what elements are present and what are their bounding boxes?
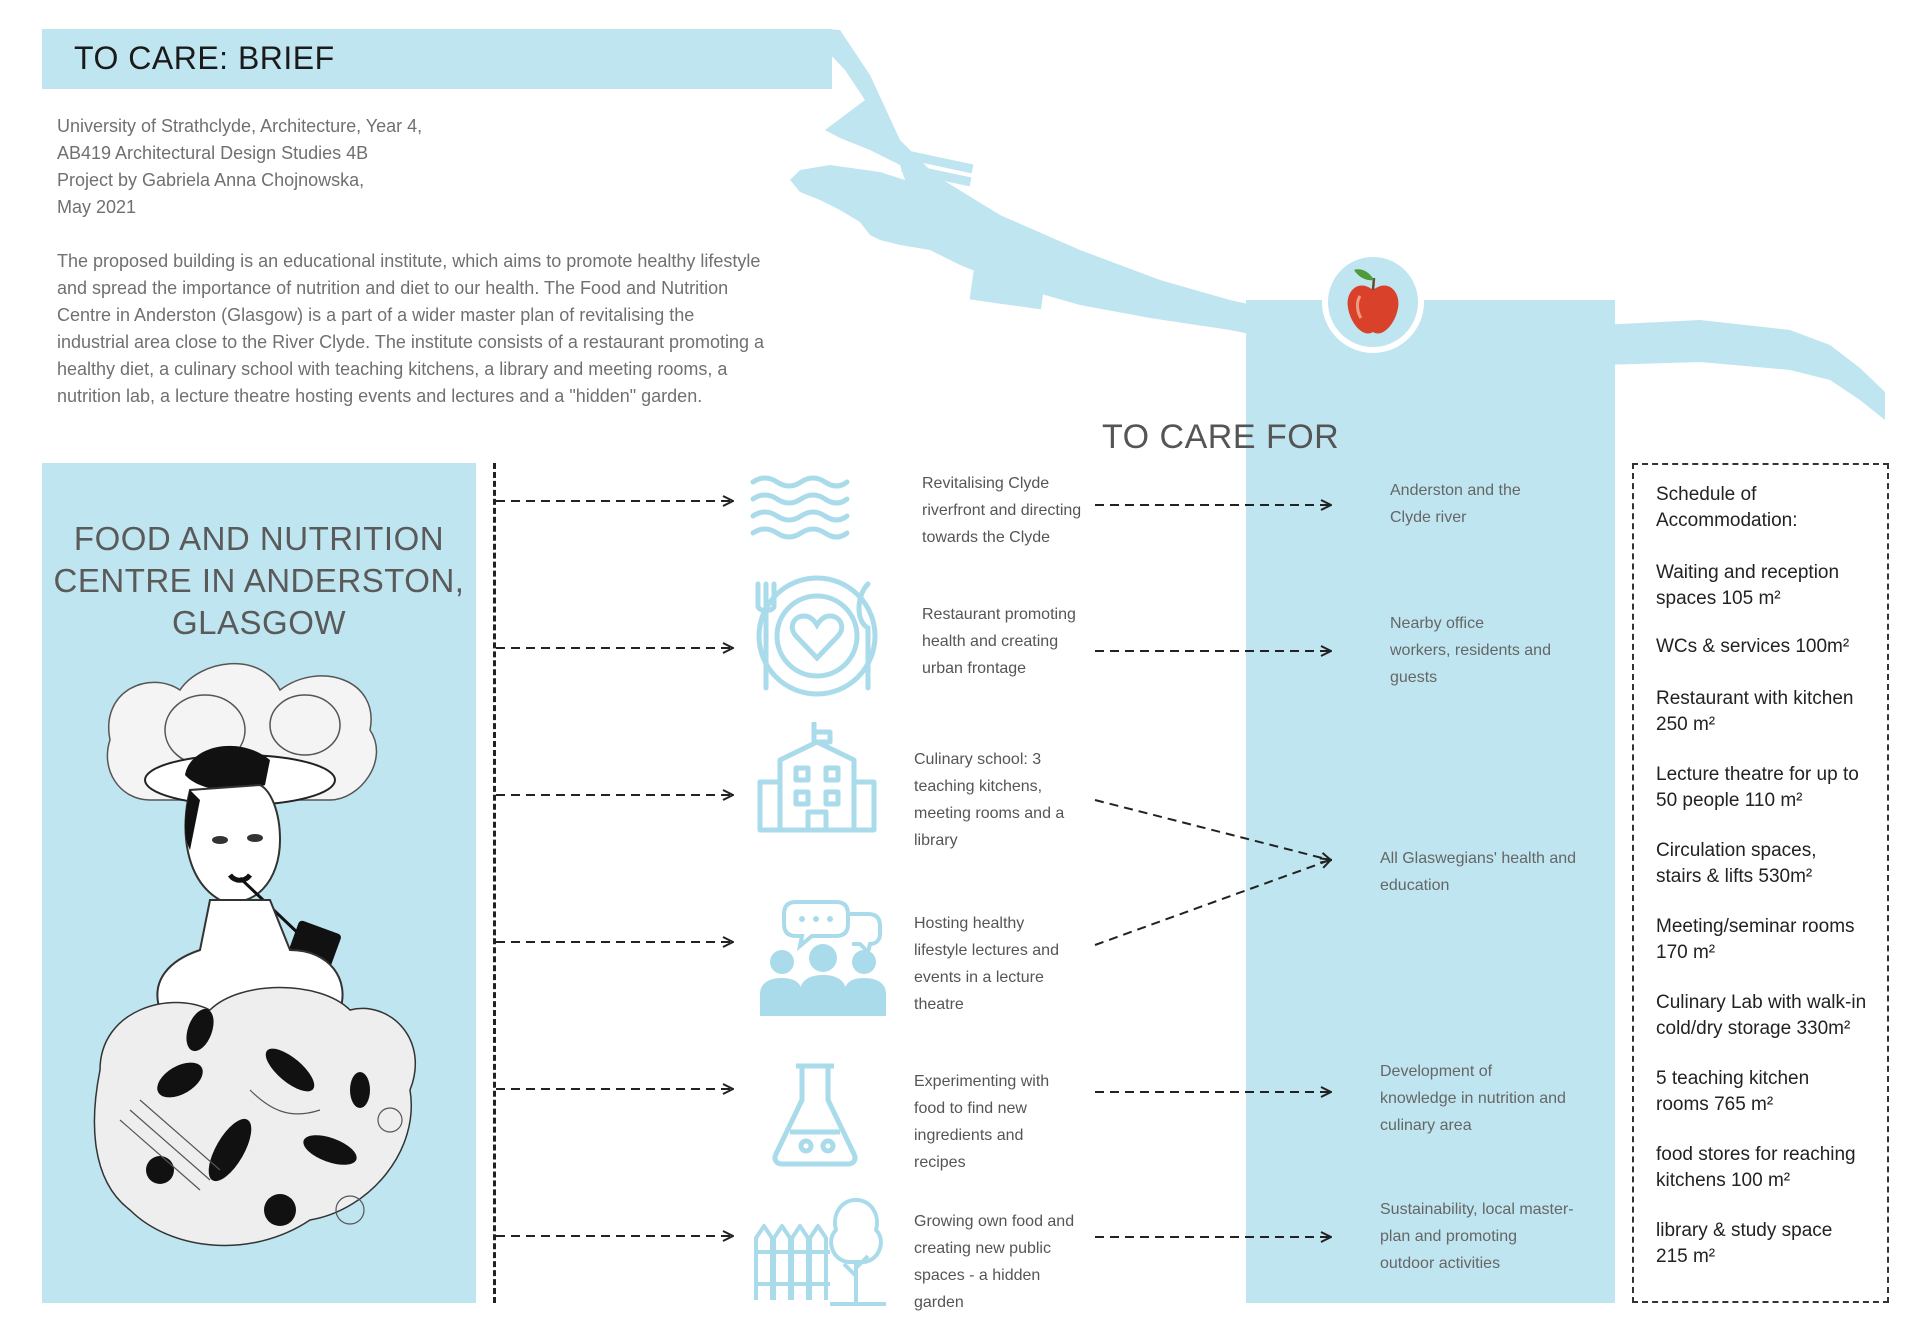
target-label-anderston: Anderston and the Clyde river <box>1390 482 1521 526</box>
schedule-item: WCs & services 100m² <box>1656 636 1850 657</box>
schedule-item: food stores for reaching kitchens 100 m² <box>1656 1144 1856 1191</box>
page-title: TO CARE: BRIEF <box>74 40 335 76</box>
project-description: The proposed building is an educational … <box>57 248 827 410</box>
lab-flask-icon <box>772 1063 858 1167</box>
target-label-nearby: Nearby office workers, residents and gue… <box>1390 615 1551 686</box>
item-label-restaurant: Restaurant promoting health and creating… <box>922 606 1076 677</box>
credits-line: AB419 Architectural Design Studies 4B <box>57 143 369 163</box>
target-label-sustainability: Sustainability, local master- plan and p… <box>1380 1201 1574 1272</box>
centre-title-line: CENTRE IN ANDERSTON, <box>53 562 465 599</box>
schedule-title: Schedule of Accommodation: <box>1656 484 1798 531</box>
apple-icon <box>1347 269 1399 334</box>
river-shape <box>790 29 1885 420</box>
waves-icon <box>750 475 850 540</box>
source-dashed-line <box>493 463 496 1303</box>
target-label-knowledge: Development of knowledge in nutrition an… <box>1380 1063 1566 1134</box>
credits-line: Project by Gabriela Anna Chojnowska, <box>57 170 365 190</box>
schedule-box <box>1632 463 1889 1303</box>
woman-food-illustration <box>93 663 416 1247</box>
item-label-lectures: Hosting healthy lifestyle lectures and e… <box>914 915 1059 1013</box>
target-label-glaswegians: All Glaswegians' health and education <box>1380 850 1577 894</box>
schedule-item: library & study space 215 m² <box>1656 1220 1833 1267</box>
centre-title-line: FOOD AND NUTRITION <box>73 520 445 557</box>
description-line: healthy diet, a culinary school with tea… <box>57 359 728 379</box>
audience-speech-icon <box>760 900 886 1016</box>
schedule-item: 5 teaching kitchen rooms 765 m² <box>1656 1068 1810 1115</box>
item-label-riverfront: Revitalising Clyde riverfront and direct… <box>922 475 1082 546</box>
description-line: industrial area close to the River Clyde… <box>57 332 765 352</box>
credits-line: University of Strathclyde, Architecture,… <box>57 116 423 136</box>
centre-title-line: GLASGOW <box>171 604 347 641</box>
description-line: nutrition lab, a lecture theatre hosting… <box>57 386 703 406</box>
schedule-item: Culinary Lab with walk-in cold/dry stora… <box>1656 992 1867 1039</box>
description-line: and spread the importance of nutrition a… <box>57 278 729 298</box>
school-building-icon <box>757 722 877 833</box>
item-label-garden: Growing own food and creating new public… <box>914 1213 1075 1311</box>
item-label-culinary-school: Culinary school: 3 teaching kitchens, me… <box>914 751 1065 849</box>
description-line: The proposed building is an educational … <box>57 251 761 271</box>
care-for-title: TO CARE FOR <box>1102 418 1340 456</box>
schedule-item: Waiting and reception spaces 105 m² <box>1656 562 1840 609</box>
header-band <box>42 29 832 89</box>
centre-title: FOOD AND NUTRITION CENTRE IN ANDERSTON, … <box>42 518 476 644</box>
schedule-item: Lecture theatre for up to 50 people 110 … <box>1656 764 1859 811</box>
garden-fence-tree-icon <box>754 1198 886 1306</box>
item-label-experimenting: Experimenting with food to find new ingr… <box>914 1073 1050 1171</box>
plate-heart-icon <box>755 575 878 697</box>
schedule-item: Restaurant with kitchen 250 m² <box>1656 688 1854 735</box>
schedule-item: Circulation spaces, stairs & lifts 530m² <box>1656 840 1817 887</box>
description-line: Centre in Anderston (Glasgow) is a part … <box>57 305 695 325</box>
credits: University of Strathclyde, Architecture,… <box>57 113 757 221</box>
credits-line: May 2021 <box>57 197 137 217</box>
schedule-item: Meeting/seminar rooms 170 m² <box>1656 916 1855 963</box>
